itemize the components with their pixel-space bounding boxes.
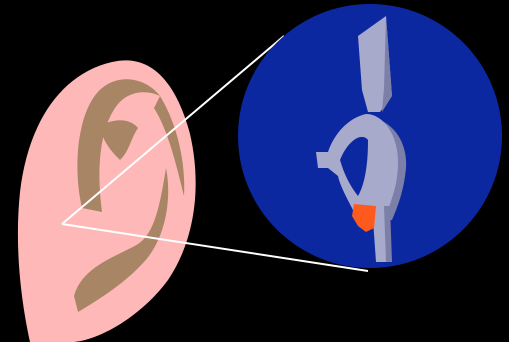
magnifier-zoom-circle	[238, 4, 502, 268]
